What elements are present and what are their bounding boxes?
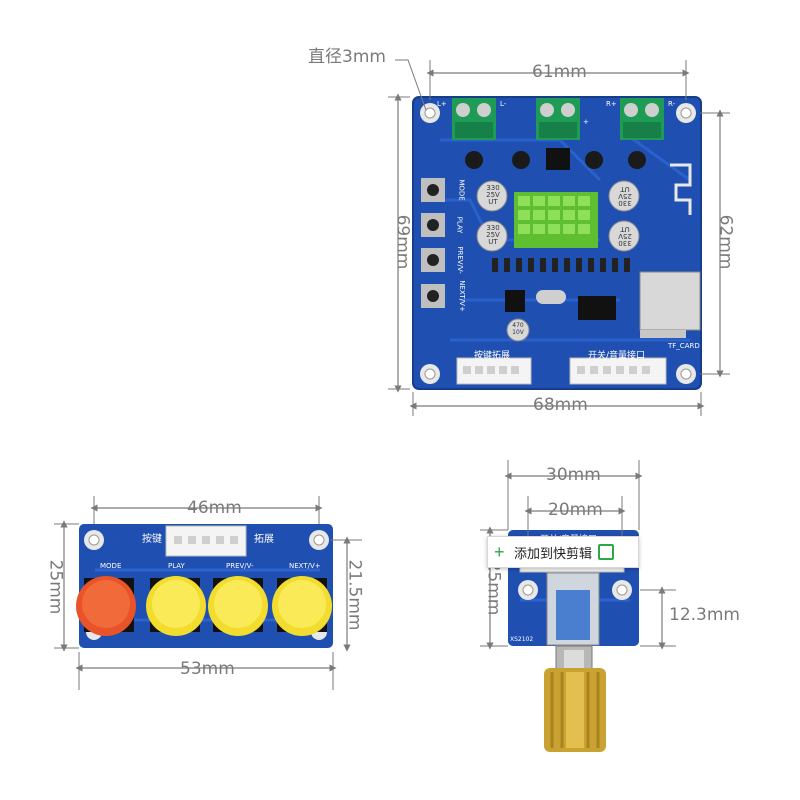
connector-switch-volume [569, 357, 667, 385]
silk-play: PLAY [455, 216, 464, 234]
heatsink [514, 192, 598, 248]
dim-main-height: 69mm [392, 214, 413, 270]
clip-icon[interactable] [598, 544, 615, 560]
dim-main-hole-spacing-w: 61mm [532, 62, 587, 82]
silk-btn-prev: PREV/V- [226, 562, 254, 570]
silk-prev: PREV/V- [455, 246, 464, 274]
add-to-clip-popup[interactable]: + 添加到快剪辑 [487, 536, 639, 568]
cap-label: 330 25V UT [486, 184, 500, 206]
transistor [465, 151, 483, 169]
capacitor [608, 180, 640, 212]
dim-main-width: 68mm [533, 395, 588, 415]
dim-pot-hole-spacing-w: 20mm [548, 500, 603, 520]
button-cap-prev [208, 576, 268, 636]
cap-label: 330 25V UT [618, 225, 632, 247]
silk-btn-mode: MODE [100, 562, 122, 570]
silk-terminal-l-minus: L- [500, 100, 507, 108]
dim-button-hole-spacing-h: 21.5mm [344, 559, 365, 631]
chip-small [505, 290, 525, 312]
silk-terminal-r-plus: R+ [606, 100, 617, 108]
terminal-middle [536, 98, 580, 140]
silk-terminal-r-minus: R- [668, 100, 676, 108]
potentiometer-shaft [555, 645, 593, 673]
dim-pot-offset: 12.3mm [669, 605, 740, 625]
silk-header-left: 按键 [142, 534, 162, 545]
tact-button-play [421, 213, 445, 237]
decoder-chip [578, 296, 616, 320]
crystal [536, 290, 566, 304]
mount-hole [518, 580, 538, 600]
antenna-trace [670, 163, 692, 215]
button-cap-next [272, 576, 332, 636]
mount-hole-bl [420, 364, 440, 384]
dim-button-height: 25mm [45, 559, 66, 615]
small-cap-label: 470 10V [512, 322, 524, 336]
mount-hole [309, 530, 329, 550]
mount-hole [84, 530, 104, 550]
mount-hole-br [676, 364, 696, 384]
silk-header-right: 拓展 [254, 534, 274, 545]
tf-card-slot [639, 271, 701, 331]
button-header [165, 525, 247, 557]
transistor [512, 151, 530, 169]
dim-main-hole-spacing-h: 62mm [715, 214, 736, 270]
silk-pot-bottom: XS2102 [510, 636, 534, 643]
capacitor [476, 180, 508, 212]
mount-hole-tr [676, 103, 696, 123]
silk-terminal-plus: + [583, 118, 589, 126]
connector-button-expansion [456, 357, 532, 385]
capacitor [476, 220, 508, 252]
tact-button-mode [421, 178, 445, 202]
capacitor-small [506, 318, 530, 342]
silk-mode: MODE [457, 179, 466, 201]
tact-button-prev [421, 248, 445, 272]
dim-hole-diameter: 直径3mm [308, 47, 386, 67]
cap-label: 330 25V UT [618, 185, 632, 207]
transistor [585, 151, 603, 169]
potentiometer-body [546, 572, 600, 646]
capacitor [608, 220, 640, 252]
tact-button-next [421, 284, 445, 308]
transistor [628, 151, 646, 169]
switch-chip [546, 148, 570, 170]
silk-tf-card: TF_CARD [668, 342, 700, 350]
button-cap-mode [76, 576, 136, 636]
cap-label: 330 25V UT [486, 224, 500, 246]
silk-connector-right: 开关/音量接口 [588, 351, 646, 361]
knob [544, 668, 606, 752]
silk-connector-left: 按键拓展 [474, 351, 511, 361]
silk-terminal-l-plus: L+ [437, 100, 447, 108]
dim-pot-height: 25mm [483, 560, 504, 616]
plus-icon[interactable]: + [494, 541, 505, 562]
button-pcb [79, 524, 333, 648]
mount-hole [612, 580, 632, 600]
terminal-left [452, 98, 496, 140]
silk-btn-next: NEXT/V+ [289, 562, 321, 570]
popup-label[interactable]: 添加到快剪辑 [514, 546, 593, 562]
button-cap-play [146, 576, 206, 636]
silk-btn-play: PLAY [168, 562, 185, 570]
terminal-right [620, 98, 664, 140]
dim-button-hole-spacing-w: 46mm [187, 498, 242, 518]
dim-pot-width: 30mm [546, 465, 601, 485]
dim-button-width: 53mm [180, 659, 235, 679]
silk-next: NEXT/V+ [457, 280, 466, 312]
